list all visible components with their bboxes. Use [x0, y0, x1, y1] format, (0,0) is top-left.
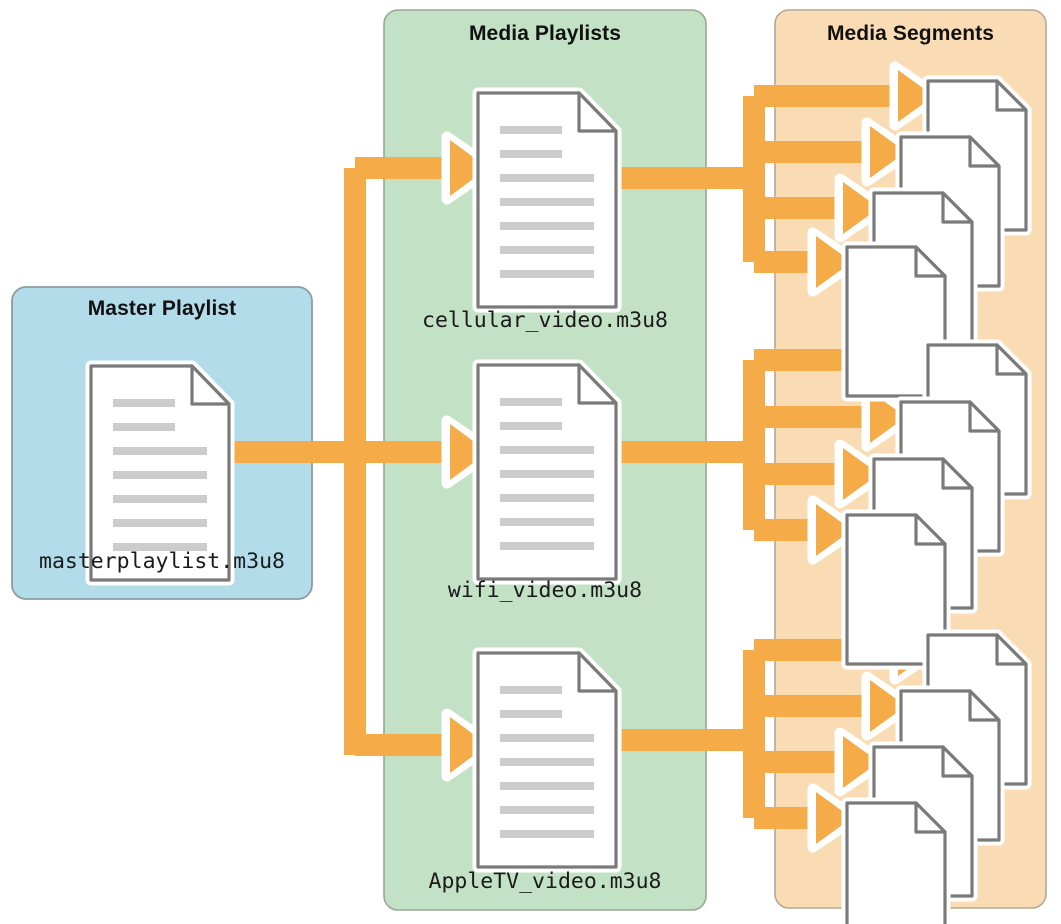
media-segment-icon	[847, 803, 945, 924]
arrow-right-icon	[441, 415, 498, 489]
arrow-right-icon	[889, 61, 944, 131]
arrow-right-icon	[807, 227, 862, 297]
master-playlist-file-label: masterplaylist.m3u8	[39, 549, 285, 574]
arrow-right-icon	[861, 671, 916, 741]
appletv-to-segments-connector	[616, 615, 944, 853]
cellular-playlist-file-label: cellular_video.m3u8	[422, 308, 668, 333]
arrow-right-icon	[807, 783, 862, 853]
media-playlists-panel-title: Media Playlists	[468, 22, 622, 45]
cellular-playlist-document-icon	[478, 93, 616, 307]
master-to-playlists-connector	[228, 131, 498, 782]
cellular-to-segments-connector	[616, 61, 944, 297]
wifi-playlist-file-label: wifi_video.m3u8	[447, 578, 643, 603]
wifi-to-segments-connector	[616, 325, 944, 565]
arrow-right-icon	[834, 439, 889, 509]
media-segments-panel-title: Media Segments	[826, 22, 995, 45]
appletv-playlist-file-label: AppleTV_video.m3u8	[428, 869, 662, 894]
arrow-right-icon	[441, 131, 498, 205]
arrow-right-icon	[834, 173, 889, 243]
arrow-right-icon	[807, 495, 862, 565]
arrow-right-icon	[861, 382, 916, 452]
appletv-playlist-document-icon	[478, 653, 616, 867]
arrow-right-icon	[834, 727, 889, 797]
master-playlist-document-icon	[91, 366, 229, 580]
arrow-right-icon	[861, 117, 916, 187]
master-playlist-panel-title: Master Playlist	[87, 297, 237, 320]
wifi-playlist-document-icon	[478, 365, 616, 579]
arrow-right-icon	[441, 708, 498, 782]
